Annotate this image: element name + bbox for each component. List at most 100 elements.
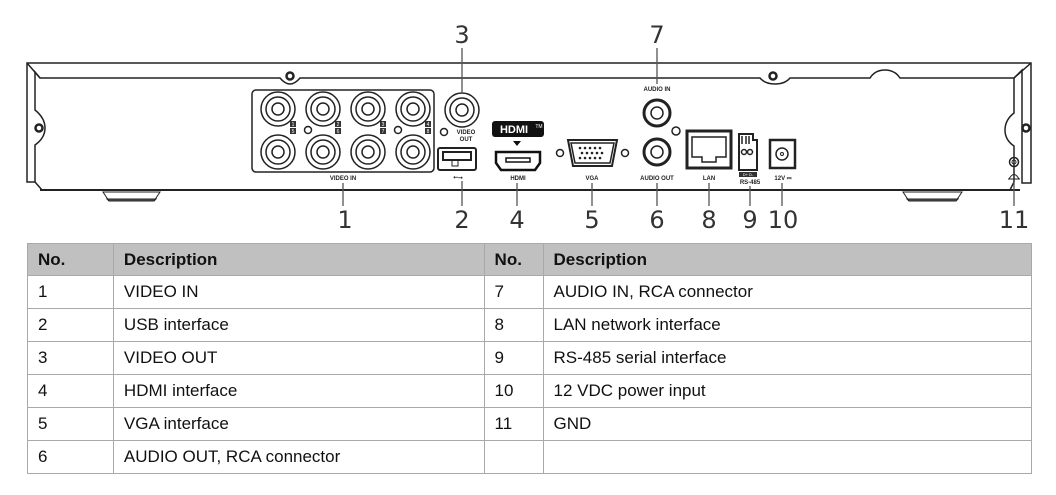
video-in-ports: 15 26 37 48 VIDEO IN <box>251 89 435 182</box>
cell-no: 2 <box>27 308 114 342</box>
ground-icon <box>1008 172 1020 182</box>
rs485-port: D+ D- RS-485 <box>738 133 761 186</box>
callout-4: 4 <box>509 206 524 234</box>
bnc-video-input <box>395 91 431 127</box>
bnc-video-input <box>260 91 296 127</box>
power-label: 12V ⎓ <box>774 176 791 182</box>
channel-tag <box>290 128 296 134</box>
callout-8: 8 <box>701 206 716 234</box>
channel-number: 6 <box>337 129 340 135</box>
channel-number: 4 <box>427 122 430 128</box>
cell-description: VGA interface <box>112 407 485 441</box>
ground-terminal <box>1008 156 1020 182</box>
usb-port: ⭠⭢ <box>437 147 477 181</box>
callout-10: 10 <box>768 206 799 234</box>
bnc-video-input <box>305 134 341 170</box>
channel-tag <box>425 128 431 134</box>
video-in-label: VIDEO IN <box>330 176 356 182</box>
cell-description: VIDEO OUT <box>112 341 485 375</box>
table-row: 5 VGA interface 11 GND <box>27 407 1033 441</box>
channel-tag <box>380 121 386 127</box>
header-description-left: Description <box>112 243 485 276</box>
rs485-label: RS-485 <box>740 180 761 186</box>
channel-number: 3 <box>382 122 385 128</box>
channel-number: 5 <box>292 129 295 135</box>
audio-in-label: AUDIO IN <box>644 87 671 93</box>
cell-description: AUDIO OUT, RCA connector <box>112 440 485 474</box>
callout-11: 11 <box>999 206 1030 234</box>
cell-description <box>542 440 1033 474</box>
indicator-hole <box>303 125 313 135</box>
vga-label: VGA <box>585 176 599 182</box>
channel-number: 7 <box>382 129 385 135</box>
callout-5: 5 <box>584 206 599 234</box>
callout-9: 9 <box>742 206 757 234</box>
cell-no: 1 <box>27 275 114 309</box>
hdmi-logo-text: HDMI <box>500 124 528 136</box>
cell-no: 6 <box>27 440 114 474</box>
cell-no: 9 <box>483 341 544 375</box>
hdmi-arrow-icon <box>513 141 521 146</box>
channel-number: 1 <box>292 122 295 128</box>
callout-2: 2 <box>454 206 469 234</box>
channel-number: 2 <box>337 122 340 128</box>
table-row: 4 HDMI interface 10 12 VDC power input <box>27 374 1033 408</box>
chassis-feet <box>102 191 963 202</box>
cell-description: VIDEO IN <box>112 275 485 309</box>
video-out-label-2: OUT <box>460 137 473 143</box>
indicator-hole <box>393 125 403 135</box>
callout-7: 7 <box>649 21 664 49</box>
cell-description: 12 VDC power input <box>542 374 1033 408</box>
callout-1: 1 <box>337 206 352 234</box>
channel-number: 8 <box>427 129 430 135</box>
screw-holes <box>34 71 1031 133</box>
callout-lines <box>342 48 1015 206</box>
bnc-video-input <box>350 134 386 170</box>
table-header-row: No. Description No. Description <box>27 243 1033 276</box>
cell-no: 3 <box>27 341 114 375</box>
port-description-table: No. Description No. Description 1 VIDEO … <box>27 243 1033 474</box>
hdmi-tm: TM <box>535 124 542 130</box>
power-port: 12V ⎓ <box>768 138 797 182</box>
channel-tag <box>380 128 386 134</box>
cell-description: AUDIO IN, RCA connector <box>542 275 1033 309</box>
channel-tag <box>335 128 341 134</box>
callout-numbers: 1 2 3 4 5 6 7 8 9 10 11 <box>337 21 1029 234</box>
video-out-port: VIDEO OUT <box>439 92 480 143</box>
channel-tag <box>290 121 296 127</box>
video-out-label-1: VIDEO <box>457 130 476 136</box>
hdmi-port: HDMI TM HDMI <box>492 121 544 182</box>
cell-no: 7 <box>483 275 544 309</box>
cell-no: 10 <box>483 374 544 408</box>
table-row: 1 VIDEO IN 7 AUDIO IN, RCA connector <box>27 275 1033 309</box>
chassis <box>26 62 1032 191</box>
cell-no: 8 <box>483 308 544 342</box>
hdmi-label: HDMI <box>510 176 526 182</box>
bnc-video-input <box>305 91 341 127</box>
table-row: 3 VIDEO OUT 9 RS-485 serial interface <box>27 341 1033 375</box>
cell-description: USB interface <box>112 308 485 342</box>
cell-no <box>483 440 544 474</box>
channel-tag <box>335 121 341 127</box>
callout-6: 6 <box>649 206 664 234</box>
usb-icon: ⭠⭢ <box>453 175 463 181</box>
cell-no: 11 <box>483 407 544 441</box>
bnc-video-input <box>395 134 431 170</box>
table-row: 2 USB interface 8 LAN network interface <box>27 308 1033 342</box>
cell-description: GND <box>542 407 1033 441</box>
audio-out-label: AUDIO OUT <box>640 176 674 182</box>
cell-no: 5 <box>27 407 114 441</box>
header-no-left: No. <box>27 243 114 276</box>
lan-port: LAN <box>685 129 733 182</box>
lan-label: LAN <box>703 176 715 182</box>
channel-tag <box>425 121 431 127</box>
cell-no: 4 <box>27 374 114 408</box>
header-description-right: Description <box>542 243 1033 276</box>
rs485-pins: D+ D- <box>743 172 754 177</box>
cell-description: RS-485 serial interface <box>542 341 1033 375</box>
cell-description: LAN network interface <box>542 308 1033 342</box>
vga-port: VGA <box>555 139 630 182</box>
header-no-right: No. <box>483 243 544 276</box>
callout-3: 3 <box>454 21 469 49</box>
